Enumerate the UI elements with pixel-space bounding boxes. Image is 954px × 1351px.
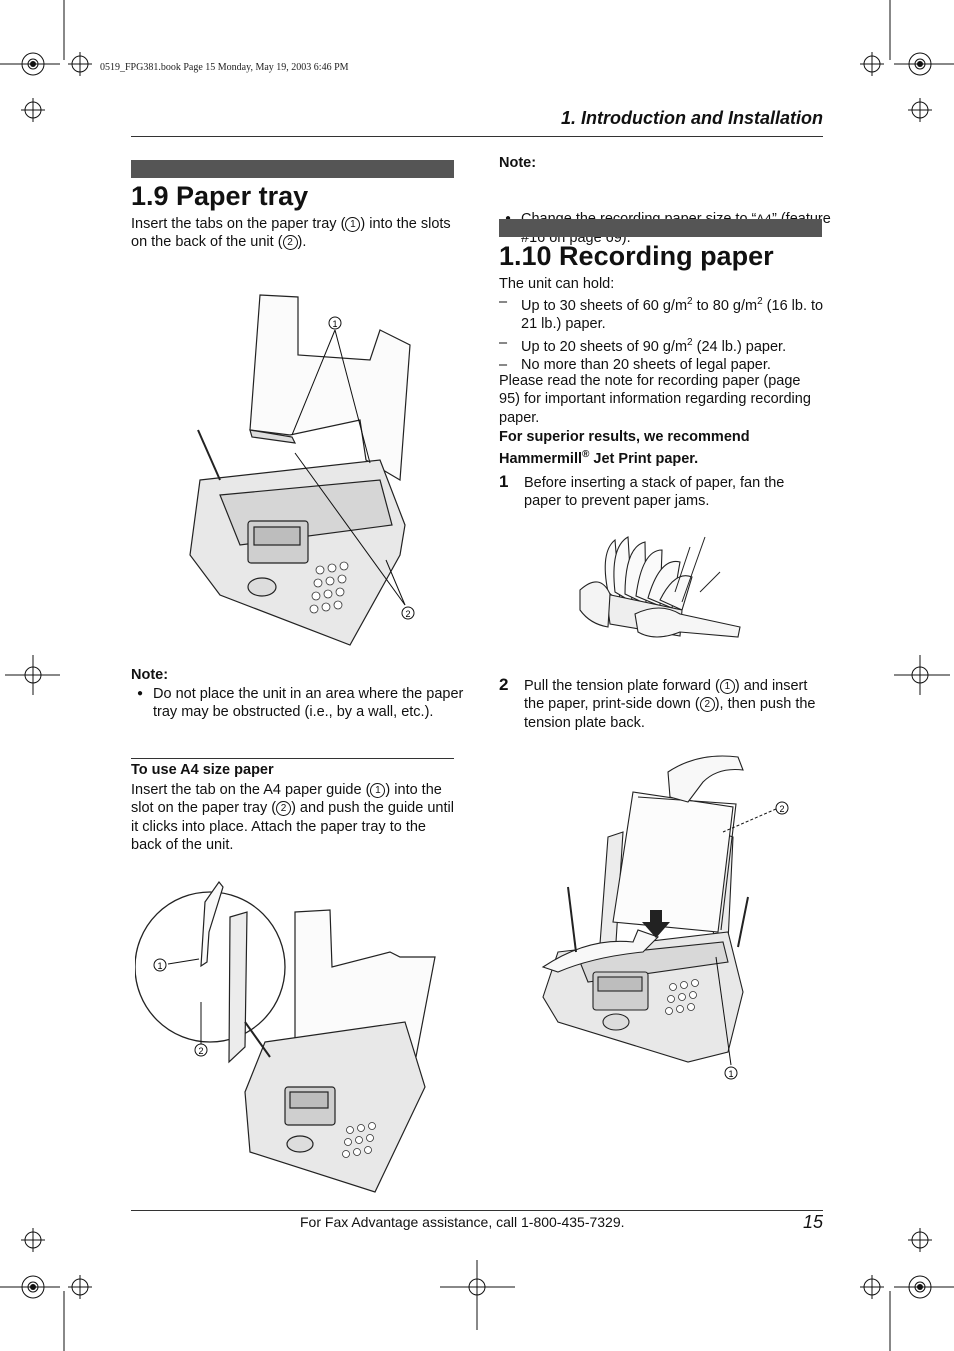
svg-text:2: 2 [198,1046,203,1056]
paper-tray-intro: Insert the tabs on the paper tray (1) in… [131,216,451,251]
chapter-title: 1. Introduction and Installation [560,108,823,128]
page-number: 15 [802,1212,823,1232]
list-item: Up to 20 sheets of 90 g/m2 (24 lb.) pape… [499,334,824,356]
circle-marker-2: 2 [699,697,715,713]
a4-instructions: Insert the tab on the A4 paper guide (1)… [131,782,454,854]
read-note-paragraph: Please read the note for recording paper… [499,373,811,426]
section-bar-paper-tray [131,160,454,178]
svg-text:2: 2 [405,609,410,619]
list-item: Up to 30 sheets of 60 g/m2 to 80 g/m2 (1… [499,293,824,334]
footer-rule [131,1210,823,1211]
paper-tray-heading: 1.9 Paper tray [131,181,309,211]
book-info: 0519_FPG381.book Page 15 Monday, May 19,… [100,62,349,73]
fanning-paper-illustration [579,536,741,638]
left-note-heading: Note: [131,667,169,683]
a4-section-rule [131,758,454,759]
step-2-number: 2 [499,675,509,694]
recommendation: For superior results, we recommend Hamme… [499,429,750,468]
recording-paper-intro: The unit can hold: [499,276,615,292]
a4-guide-illustration: 1 2 [135,880,436,1193]
header-rule [131,136,823,137]
svg-text:1: 1 [728,1069,733,1079]
svg-text:1: 1 [332,319,337,329]
list-item: No more than 20 sheets of legal paper. [499,356,824,375]
section-bar-recording-paper [499,219,822,237]
svg-text:2: 2 [779,804,784,814]
circle-marker-2: 2 [276,801,292,817]
capacity-list: Up to 30 sheets of 60 g/m2 to 80 g/m2 (1… [499,293,824,375]
left-note-text: Do not place the unit in an area where t… [131,685,477,722]
a4-heading: To use A4 size paper [131,762,274,778]
circle-marker-1: 1 [719,679,735,694]
svg-text:1: 1 [157,961,162,971]
paper-tray-illustration: 1 2 [189,294,415,646]
circle-marker-1: 1 [370,783,386,798]
step-1-number: 1 [499,472,509,491]
circle-marker-2: 2 [282,235,298,251]
footer-assistance: For Fax Advantage assistance, call 1-800… [300,1214,625,1230]
insert-paper-illustration: 2 1 [541,755,789,1080]
right-note-heading: Note: [499,155,537,171]
recording-paper-heading: 1.10 Recording paper [499,241,774,271]
circle-marker-1: 1 [345,217,361,232]
step-2-text: Pull the tension plate forward (1) and i… [524,678,816,731]
step-1-text: Before inserting a stack of paper, fan t… [524,475,785,510]
